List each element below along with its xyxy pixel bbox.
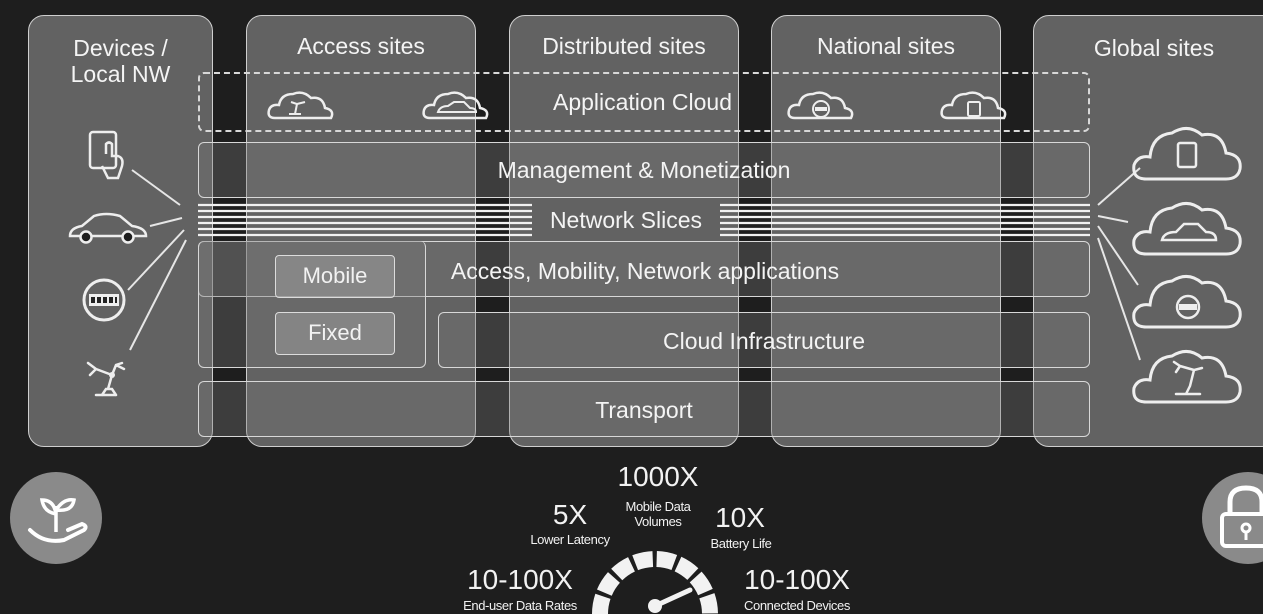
car-icon <box>68 212 148 244</box>
kpi-battery-label: Battery Life <box>710 536 772 551</box>
robot-arm-icon <box>86 361 126 397</box>
cloud-infrastructure-label: Cloud Infrastructure <box>663 328 865 354</box>
meter-icon <box>82 278 126 322</box>
kpi-battery-value: 10X <box>715 502 765 533</box>
mobile-box: Mobile <box>275 255 395 298</box>
app-cloud-meter-icon <box>787 91 854 120</box>
cloud-car-icon <box>1132 202 1242 256</box>
devices-title-line2: Local NW <box>70 61 171 87</box>
column-global-title: Global sites <box>1093 35 1215 61</box>
column-distributed-title: Distributed sites <box>542 33 706 59</box>
kpi-data-rates-value: 10-100X <box>467 564 573 595</box>
app-cloud-robot-icon <box>267 91 334 120</box>
transport-label: Transport <box>595 397 693 423</box>
column-devices-title: Devices / Local NW <box>29 35 212 87</box>
cloud-robot-icon <box>1132 350 1242 404</box>
transport-layer <box>198 381 1090 437</box>
cloud-meter-icon <box>1132 275 1242 329</box>
kpi-latency-value: 5X <box>552 499 588 530</box>
management-label: Management & Monetization <box>497 157 791 183</box>
speedometer-gauge <box>592 551 718 614</box>
column-access-title: Access sites <box>297 33 425 59</box>
sustainability-plant-icon <box>10 472 102 564</box>
application-cloud-layer <box>198 72 1090 132</box>
access-mobility-label: Access, Mobility, Network applications <box>450 258 840 284</box>
devices-title-line1: Devices / <box>73 35 168 61</box>
kpi-data-rates-label: End-user Data Rates <box>463 598 577 613</box>
tablet-icon <box>88 130 124 180</box>
app-cloud-car-icon <box>422 91 489 120</box>
kpi-devices-value: 10-100X <box>744 564 850 595</box>
cloud-tablet-icon <box>1132 127 1242 181</box>
security-lock-icon <box>1202 472 1263 564</box>
kpi-devices-label: Connected Devices <box>744 598 850 613</box>
kpi-latency-label: Lower Latency <box>530 532 610 547</box>
column-distributed-sites: Distributed sites <box>509 15 739 447</box>
cloud-infrastructure-layer <box>438 312 1090 368</box>
management-layer <box>198 142 1090 198</box>
kpi-mobile-data-label-1: Mobile Data <box>625 499 691 514</box>
column-national-sites: National sites <box>771 15 1001 447</box>
column-national-title: National sites <box>816 33 956 59</box>
app-cloud-tablet-icon <box>940 91 1007 120</box>
network-slices-label: Network Slices <box>549 207 703 233</box>
kpi-mobile-data-label-2: Volumes <box>634 514 682 529</box>
column-access-sites: Access sites <box>246 15 476 447</box>
fixed-box: Fixed <box>275 312 395 355</box>
kpi-mobile-data-value: 1000X <box>617 461 699 492</box>
application-cloud-label: Application Cloud <box>552 89 732 115</box>
